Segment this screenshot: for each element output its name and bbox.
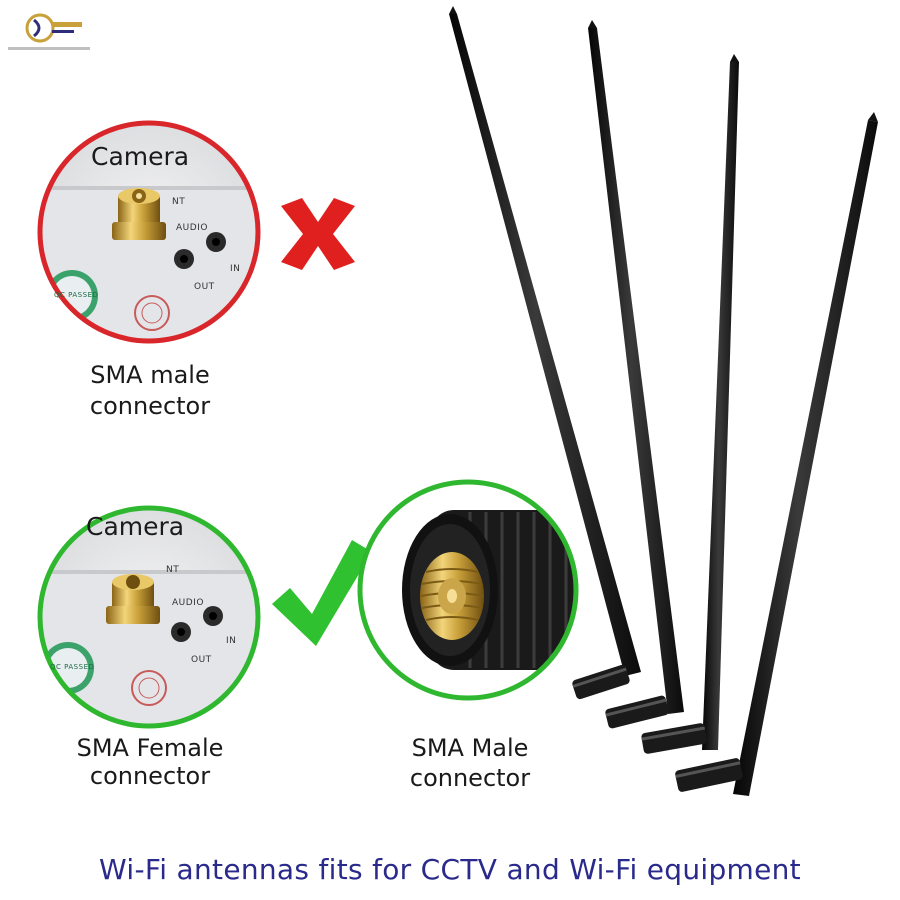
port-label-in-right: IN [226,636,237,646]
antenna-3 [641,54,739,754]
port-label-ant-right: NT [166,565,180,575]
caption-sma-male-line1: SMA male [90,361,210,389]
caption-sma-female-line2: connector [89,762,211,790]
qc-badge-wrong: QC PASSED [54,291,99,299]
sma-female-port-icon [106,574,160,624]
brand-logo [8,13,90,50]
sma-male-connector-panel [357,479,579,701]
port-label-in-wrong: IN [230,264,241,274]
port-label-out-right: OUT [191,655,212,665]
port-label-ant-wrong: NT [172,197,186,207]
caption-sma-male-connector-line2: connector [409,764,531,792]
port-label-audio-right: AUDIO [172,598,204,608]
camera-panel-wrong [37,120,261,344]
camera-title-wrong: Camera [91,142,190,171]
footer-tagline: Wi-Fi antennas fits for CCTV and Wi-Fi e… [99,853,801,886]
antenna-group [449,6,878,796]
caption-sma-male-line2: connector [89,392,211,420]
check-icon [272,540,372,646]
camera-title-right: Camera [86,512,185,541]
antenna-1 [449,6,641,700]
camera-panel-right [37,505,261,729]
antenna-2 [588,20,684,729]
port-label-audio-wrong: AUDIO [176,223,208,233]
antenna-4 [675,112,878,796]
cross-icon [281,198,355,270]
caption-sma-female-line1: SMA Female [76,734,224,762]
qc-badge-right: QC PASSED [50,663,95,671]
port-label-out-wrong: OUT [194,282,215,292]
sma-male-port-icon [112,188,166,240]
caption-sma-male-connector-line1: SMA Male [411,734,529,762]
